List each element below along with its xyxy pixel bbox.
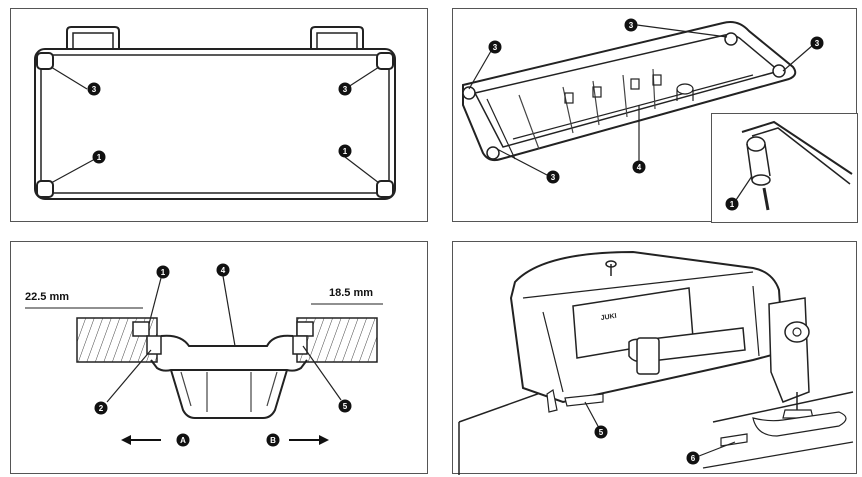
svg-text:5: 5 (343, 402, 348, 411)
svg-text:4: 4 (221, 266, 226, 275)
dimension-left: 22.5 mm (25, 291, 69, 303)
svg-text:4: 4 (637, 163, 642, 172)
svg-text:6: 6 (691, 454, 696, 463)
svg-text:B: B (270, 436, 276, 445)
callout-4: 4 (632, 160, 646, 174)
svg-text:3: 3 (92, 85, 97, 94)
callout-6: 6 (686, 451, 700, 465)
callout-2: 2 (94, 401, 108, 415)
callout-4-section: 4 (216, 263, 230, 277)
callout-5-head: 5 (594, 425, 608, 439)
callout-3-a: 3 (488, 40, 502, 54)
svg-text:3: 3 (551, 173, 556, 182)
callout-3-right: 3 (338, 82, 352, 96)
svg-text:1: 1 (730, 200, 735, 209)
panel-machine-head-view: JUKI 5 6 (452, 241, 857, 475)
callout-1-left: 1 (92, 150, 106, 164)
svg-text:A: A (180, 436, 186, 445)
svg-text:3: 3 (815, 39, 820, 48)
svg-text:1: 1 (161, 268, 166, 277)
cross-section-drawing: 22.5 mm 18.5 mm 1 (25, 263, 383, 447)
svg-text:2: 2 (99, 404, 104, 413)
callout-1: 1 (156, 265, 170, 279)
callout-3-c: 3 (810, 36, 824, 50)
arrow-direction-a: A (121, 433, 190, 447)
arrow-direction-b: B (266, 433, 329, 447)
svg-text:1: 1 (97, 153, 102, 162)
panel-cross-section-view: 22.5 mm 18.5 mm 1 (10, 241, 428, 474)
svg-text:3: 3 (629, 21, 634, 30)
callout-3-left: 3 (87, 82, 101, 96)
inset-cushion-detail: 1 (711, 113, 858, 223)
oil-pan-top-drawing: 3 3 1 1 (34, 26, 396, 200)
machine-head-drawing: JUKI 5 6 (458, 250, 854, 475)
panel-table-recess-view: 3 3 3 3 4 1 (452, 8, 858, 223)
callout-1-right: 1 (338, 144, 352, 158)
svg-text:5: 5 (599, 428, 604, 437)
dimension-right: 18.5 mm (329, 287, 373, 299)
inset-cushion-drawing: 1 (725, 120, 853, 211)
callout-3-b: 3 (624, 18, 638, 32)
table-recess-drawing: 3 3 3 3 4 (462, 18, 824, 184)
callout-1-inset: 1 (725, 197, 739, 211)
brand-logo: JUKI (600, 313, 617, 322)
svg-text:1: 1 (343, 147, 348, 156)
panel-oil-pan-top-view: 3 3 1 1 (10, 8, 428, 222)
svg-text:3: 3 (493, 43, 498, 52)
svg-text:3: 3 (343, 85, 348, 94)
callout-5: 5 (338, 399, 352, 413)
callout-3-d: 3 (546, 170, 560, 184)
